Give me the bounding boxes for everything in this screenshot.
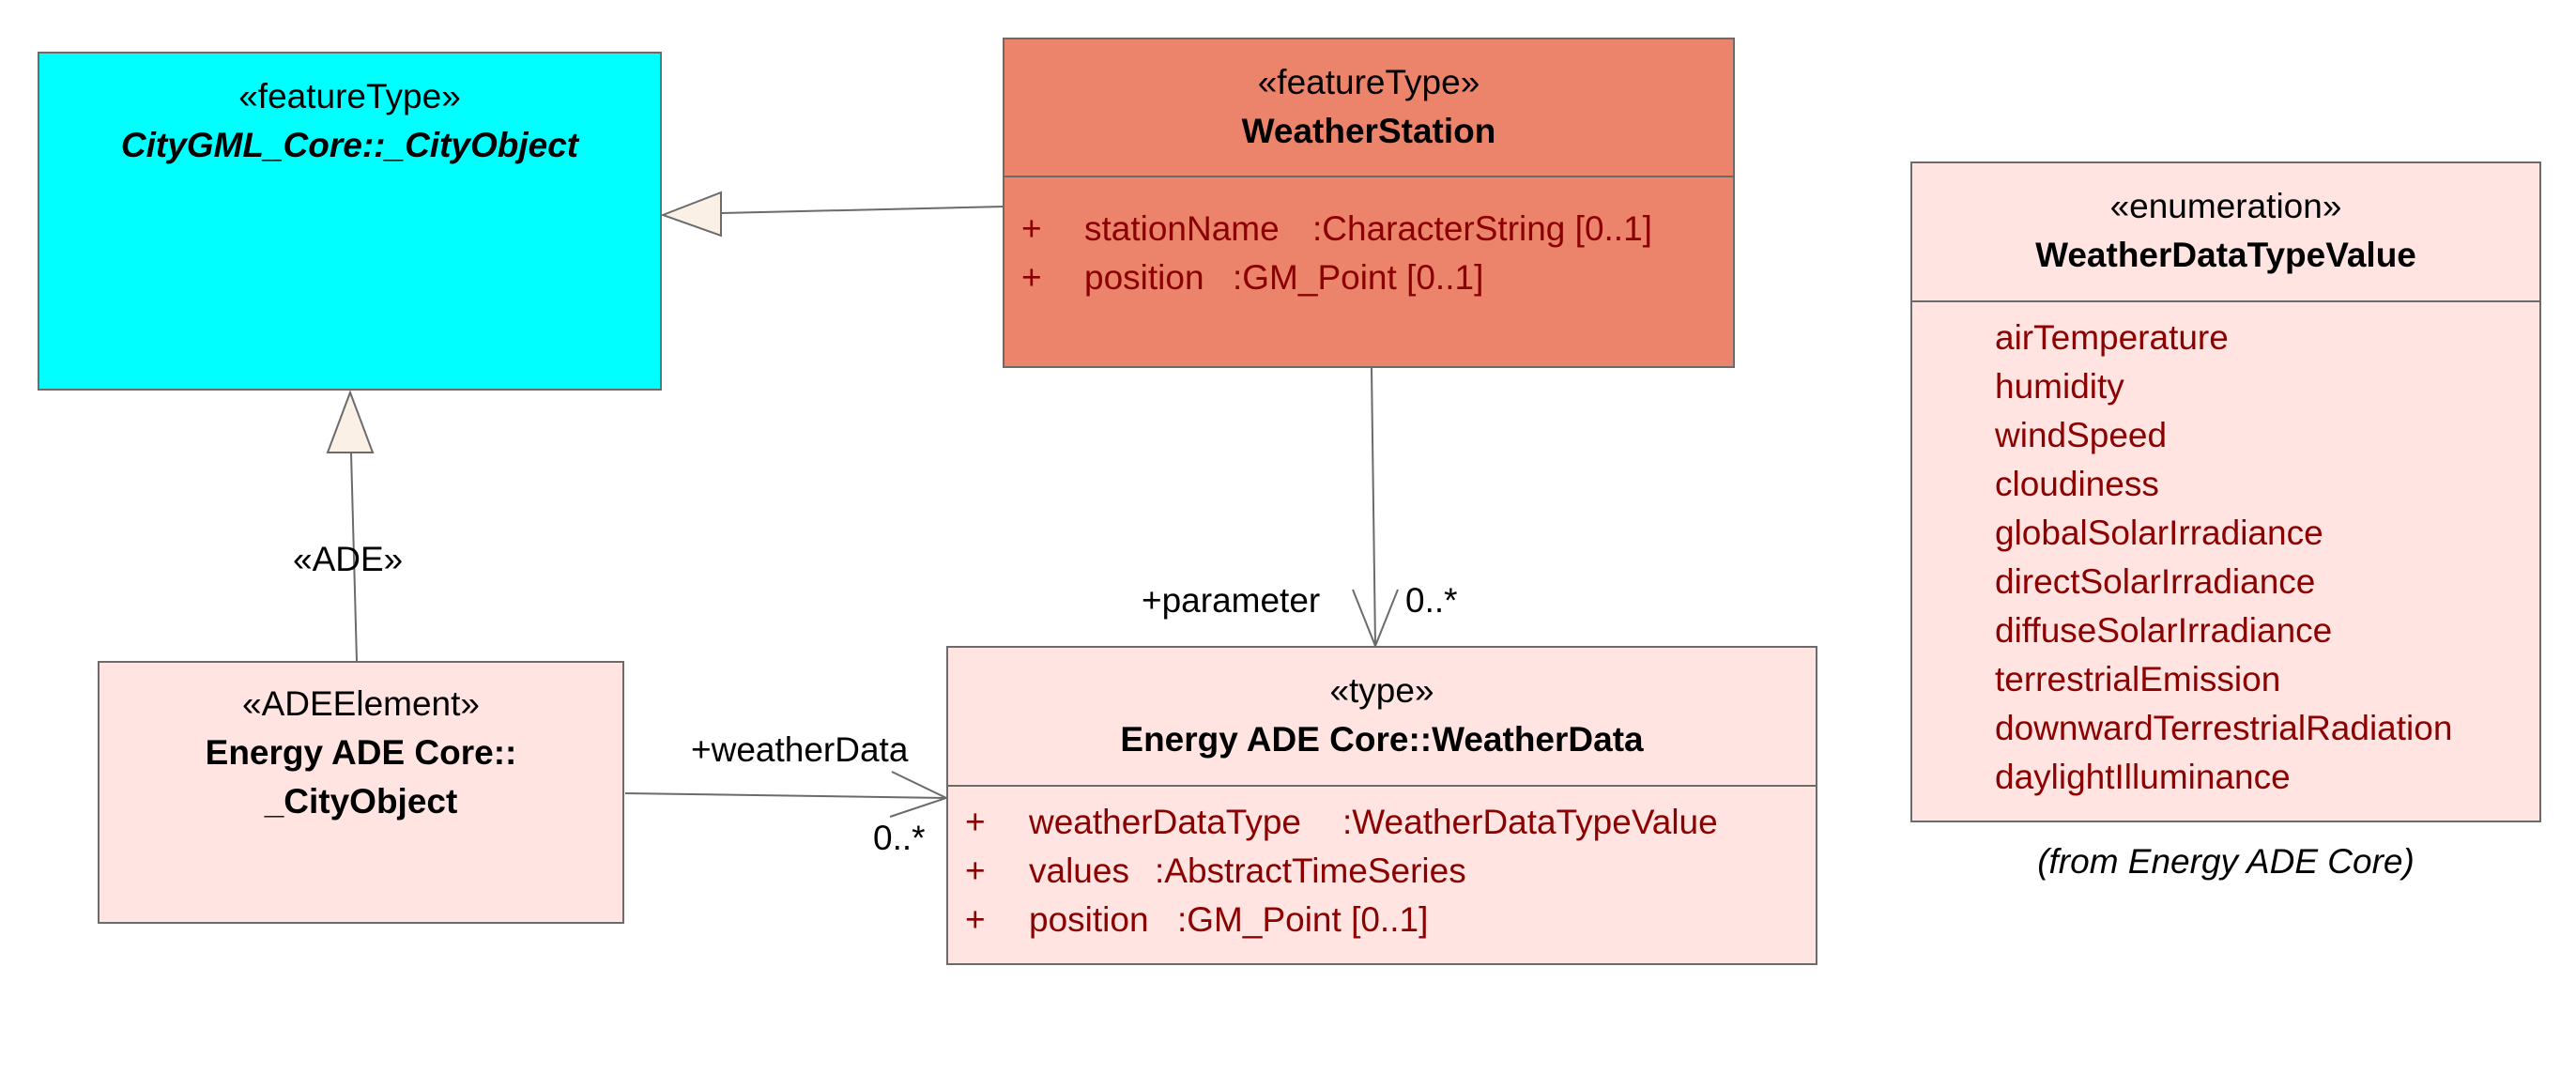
weatherdata-multiplicity-label: 0..* — [873, 819, 926, 857]
class-stereotype: «featureType» — [1257, 63, 1480, 101]
ade-generalization-line — [350, 452, 358, 662]
attribute-name: values — [1029, 852, 1129, 890]
ade-cityobject-header: «ADEElement» Energy ADE Core:: _CityObje… — [100, 680, 622, 826]
attribute-name: stationName — [1084, 209, 1280, 248]
weatherstation-generalization-arrowhead — [660, 191, 722, 238]
attribute-visibility: + — [965, 803, 986, 841]
compartment-divider — [1004, 176, 1733, 177]
enum-literal: terrestrialEmission — [1995, 660, 2281, 698]
attribute-type: :WeatherDataTypeValue — [1342, 803, 1718, 841]
class-name-line-2: _CityObject — [264, 782, 458, 821]
attribute-visibility: + — [1021, 209, 1042, 248]
ade-stereotype-label: «ADE» — [293, 540, 404, 578]
weather-data-type-value-enum[interactable]: «enumeration» WeatherDataTypeValue airTe… — [1910, 161, 2541, 822]
class-stereotype: «enumeration» — [2109, 187, 2342, 225]
enum-literal: daylightIlluminance — [1995, 758, 2291, 796]
enum-literal: downwardTerrestrialRadiation — [1995, 709, 2453, 747]
weather-data-header: «type» Energy ADE Core::WeatherData — [948, 667, 1816, 764]
class-stereotype: «featureType» — [238, 77, 461, 115]
weather-data-class[interactable]: «type» Energy ADE Core::WeatherData + we… — [946, 646, 1817, 965]
attribute-name: position — [1084, 258, 1204, 297]
weatherdata-role-label: +weatherData — [691, 730, 909, 769]
enum-literal: windSpeed — [1995, 416, 2168, 454]
parameter-multiplicity-label: 0..* — [1405, 581, 1458, 620]
attribute-name: weatherDataType — [1029, 803, 1302, 841]
enum-literal: humidity — [1995, 367, 2124, 406]
attribute-type: :AbstractTimeSeries — [1155, 852, 1466, 890]
class-name-line-1: Energy ADE Core:: — [205, 733, 517, 772]
parameter-association-line — [1371, 367, 1376, 647]
enum-header: «enumeration» WeatherDataTypeValue — [1912, 182, 2539, 280]
enum-literal: directSolarIrradiance — [1995, 562, 2316, 601]
ade-generalization-arrowhead — [326, 390, 375, 453]
attribute-visibility: + — [965, 900, 986, 939]
weather-station-class[interactable]: «featureType» WeatherStation + stationNa… — [1003, 38, 1735, 368]
citygml-cityobject-header: «featureType» CityGML_Core::_CityObject — [39, 72, 660, 170]
compartment-divider — [948, 785, 1816, 787]
weatherdata-association-line — [624, 792, 947, 799]
weatherdata-association-arrowhead — [889, 771, 949, 818]
enum-source-note: (from Energy ADE Core) — [2037, 842, 2415, 881]
ade-cityobject-class[interactable]: «ADEElement» Energy ADE Core:: _CityObje… — [98, 661, 624, 924]
attribute-type: :GM_Point [0..1] — [1177, 900, 1429, 939]
weatherstation-generalization-line — [720, 206, 1005, 214]
attribute-visibility: + — [965, 852, 986, 890]
class-name: Energy ADE Core::WeatherData — [1120, 720, 1644, 759]
enum-literal: globalSolarIrradiance — [1995, 514, 2323, 552]
enum-literal: airTemperature — [1995, 318, 2229, 357]
class-name: WeatherStation — [1241, 112, 1496, 150]
class-name: CityGML_Core::_CityObject — [120, 126, 579, 164]
compartment-divider — [1912, 300, 2539, 302]
class-name: WeatherDataTypeValue — [2035, 236, 2416, 274]
enum-literal: cloudiness — [1995, 465, 2159, 503]
class-stereotype: «type» — [1329, 671, 1434, 710]
citygml-cityobject-class[interactable]: «featureType» CityGML_Core::_CityObject — [38, 52, 662, 391]
weather-station-header: «featureType» WeatherStation — [1004, 58, 1733, 156]
attribute-visibility: + — [1021, 258, 1042, 297]
enum-literal: diffuseSolarIrradiance — [1995, 611, 2333, 650]
class-stereotype: «ADEElement» — [242, 684, 480, 723]
attribute-type: :CharacterString [0..1] — [1312, 209, 1652, 248]
attribute-type: :GM_Point [0..1] — [1233, 258, 1484, 297]
attribute-name: position — [1029, 900, 1149, 939]
parameter-role-label: +parameter — [1142, 581, 1321, 620]
